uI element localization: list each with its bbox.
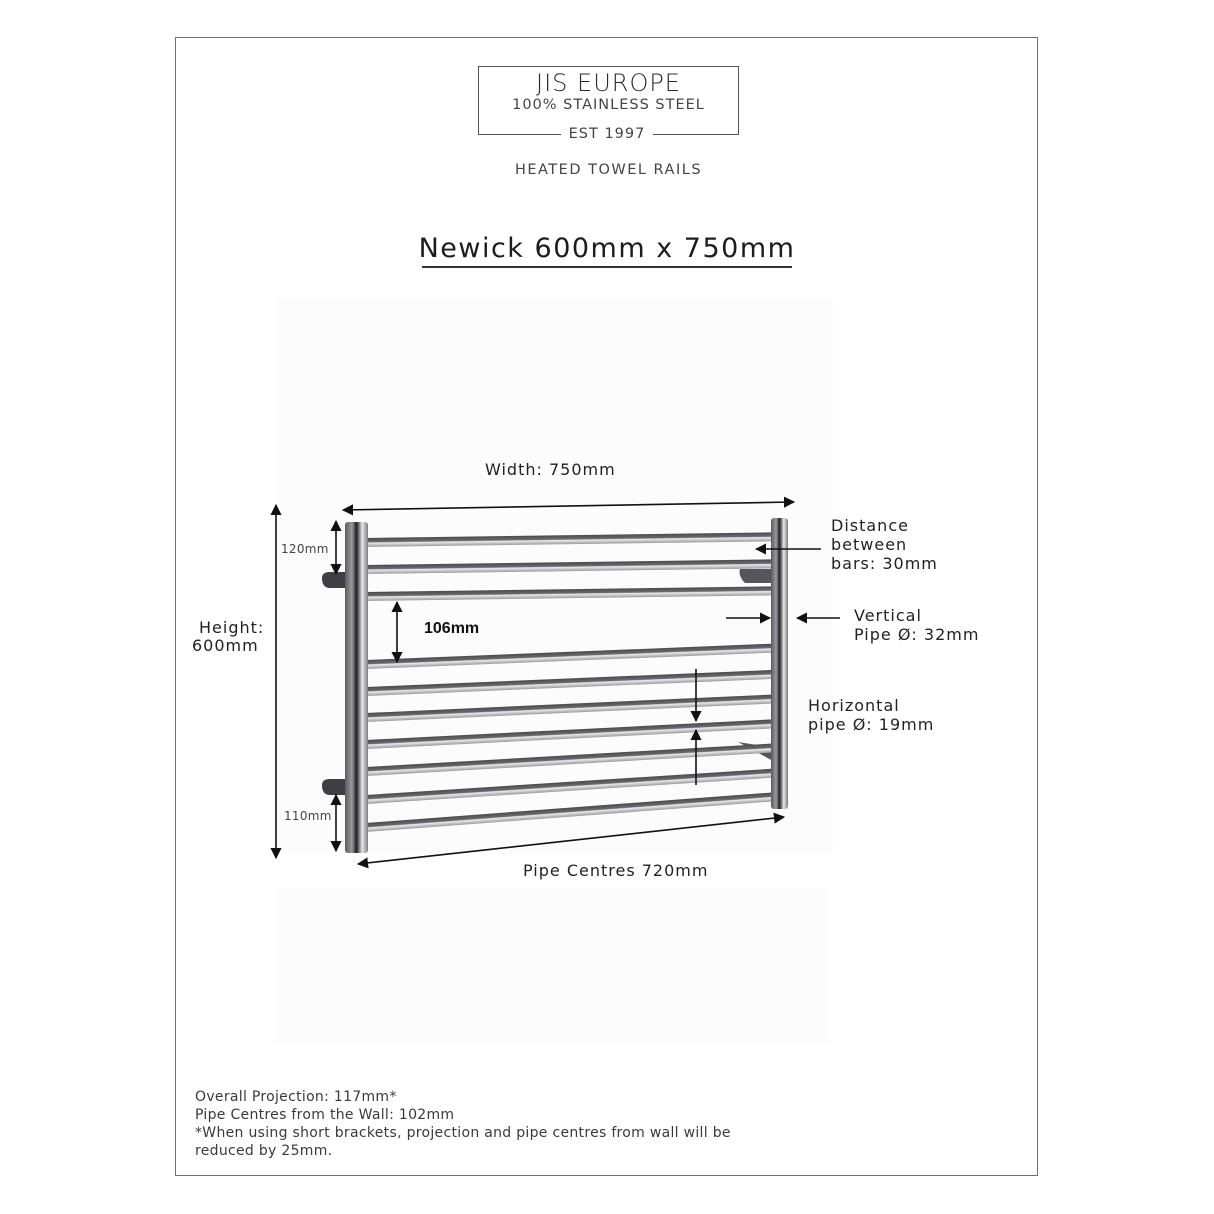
brand-name: JIS EUROPE [536, 69, 681, 97]
vertical-pipe-label-line2: Pipe Ø: 32mm [854, 625, 980, 644]
width-arrow-icon [341, 496, 796, 516]
height-label-line1: Height: [199, 618, 265, 637]
brand-tagline: HEATED TOWEL RAILS [514, 162, 703, 178]
installation-notes: Overall Projection: 117mm* Pipe Centres … [195, 1088, 731, 1160]
pipe-centres-label: Pipe Centres 720mm [523, 861, 709, 880]
footnote-line1: *When using short brackets, projection a… [195, 1125, 731, 1141]
width-label: Width: 750mm [485, 460, 616, 479]
brand-established: EST 1997 [561, 126, 653, 142]
gap-label: 106mm [424, 620, 480, 637]
top-offset-label: 120mm [281, 542, 329, 556]
title-underline [422, 266, 792, 268]
bar-distance-label-line3: bars: 30mm [831, 554, 938, 573]
bottom-offset-label: 110mm [284, 809, 332, 823]
footnote-line2: reduced by 25mm. [195, 1143, 333, 1159]
projection-note: Overall Projection: 117mm* [195, 1089, 397, 1105]
pipe-centres-arrow-icon [356, 812, 786, 869]
height-label-line2: 600mm [192, 636, 259, 655]
vertical-pipe-label-line1: Vertical [854, 606, 922, 625]
bar-distance-label-line1: Distance [831, 516, 909, 535]
horizontal-pipe-label-line2: pipe Ø: 19mm [808, 715, 935, 734]
horizontal-bars [365, 532, 781, 832]
horizontal-pipe-label-line1: Horizontal [808, 696, 900, 715]
product-title: Newick 600mm x 750mm [418, 233, 796, 264]
brand-subtitle: 100% STAINLESS STEEL [512, 97, 705, 113]
product-photo-area-lower [274, 888, 830, 1043]
pipe-centres-wall-note: Pipe Centres from the Wall: 102mm [195, 1107, 455, 1123]
right-vertical-pipe [771, 518, 788, 809]
left-vertical-pipe [345, 522, 368, 853]
bar-distance-label-line2: between [831, 535, 908, 554]
